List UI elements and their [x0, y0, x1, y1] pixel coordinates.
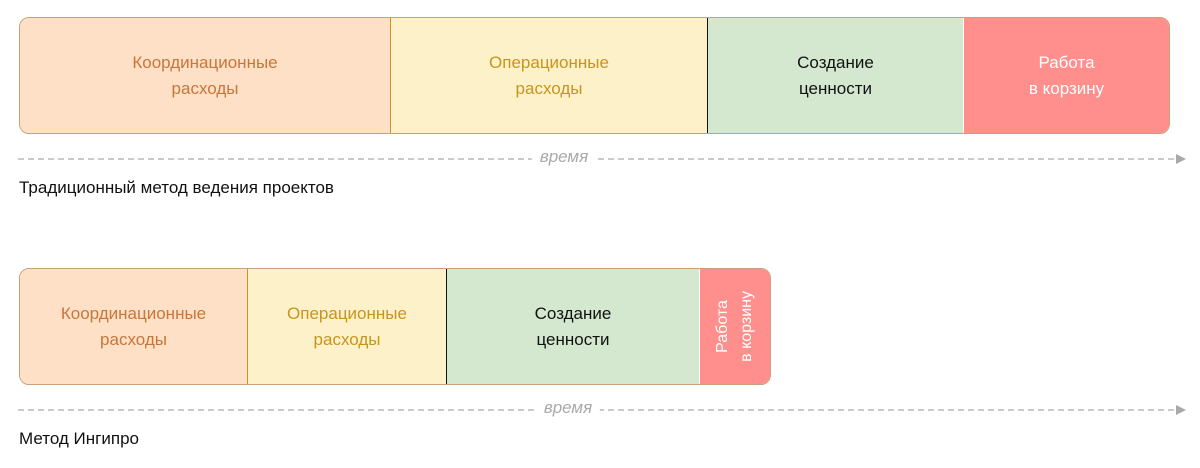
- traditional-coordination-costs: Координационные расходы: [20, 18, 390, 133]
- ingipro-wasted-work-label: Работа в корзину: [714, 291, 755, 362]
- traditional-time-label: время: [531, 147, 597, 167]
- ingipro-method-caption: Метод Ингипро: [19, 429, 139, 448]
- time-arrow-icon: [18, 405, 1186, 415]
- traditional-time-axis: время: [18, 147, 1186, 167]
- ingipro-coordination-costs: Координационные расходы: [20, 269, 247, 384]
- traditional-value-creation: Создание ценности: [707, 18, 963, 133]
- traditional-method-caption: Традиционный метод ведения проектов: [19, 178, 334, 197]
- ingipro-value-creation: Создание ценности: [446, 269, 699, 384]
- ingipro-time-label: время: [535, 398, 601, 418]
- traditional-process-bar: Координационные расходы Операционные рас…: [19, 17, 1170, 134]
- time-arrow-icon: [18, 154, 1186, 164]
- ingipro-time-axis: время: [18, 398, 1186, 418]
- ingipro-process-bar: Координационные расходы Операционные рас…: [19, 268, 771, 385]
- ingipro-operational-costs: Операционные расходы: [247, 269, 446, 384]
- ingipro-wasted-work: Работа в корзину: [699, 269, 770, 384]
- traditional-wasted-work: Работа в корзину: [963, 18, 1169, 133]
- traditional-operational-costs: Операционные расходы: [390, 18, 707, 133]
